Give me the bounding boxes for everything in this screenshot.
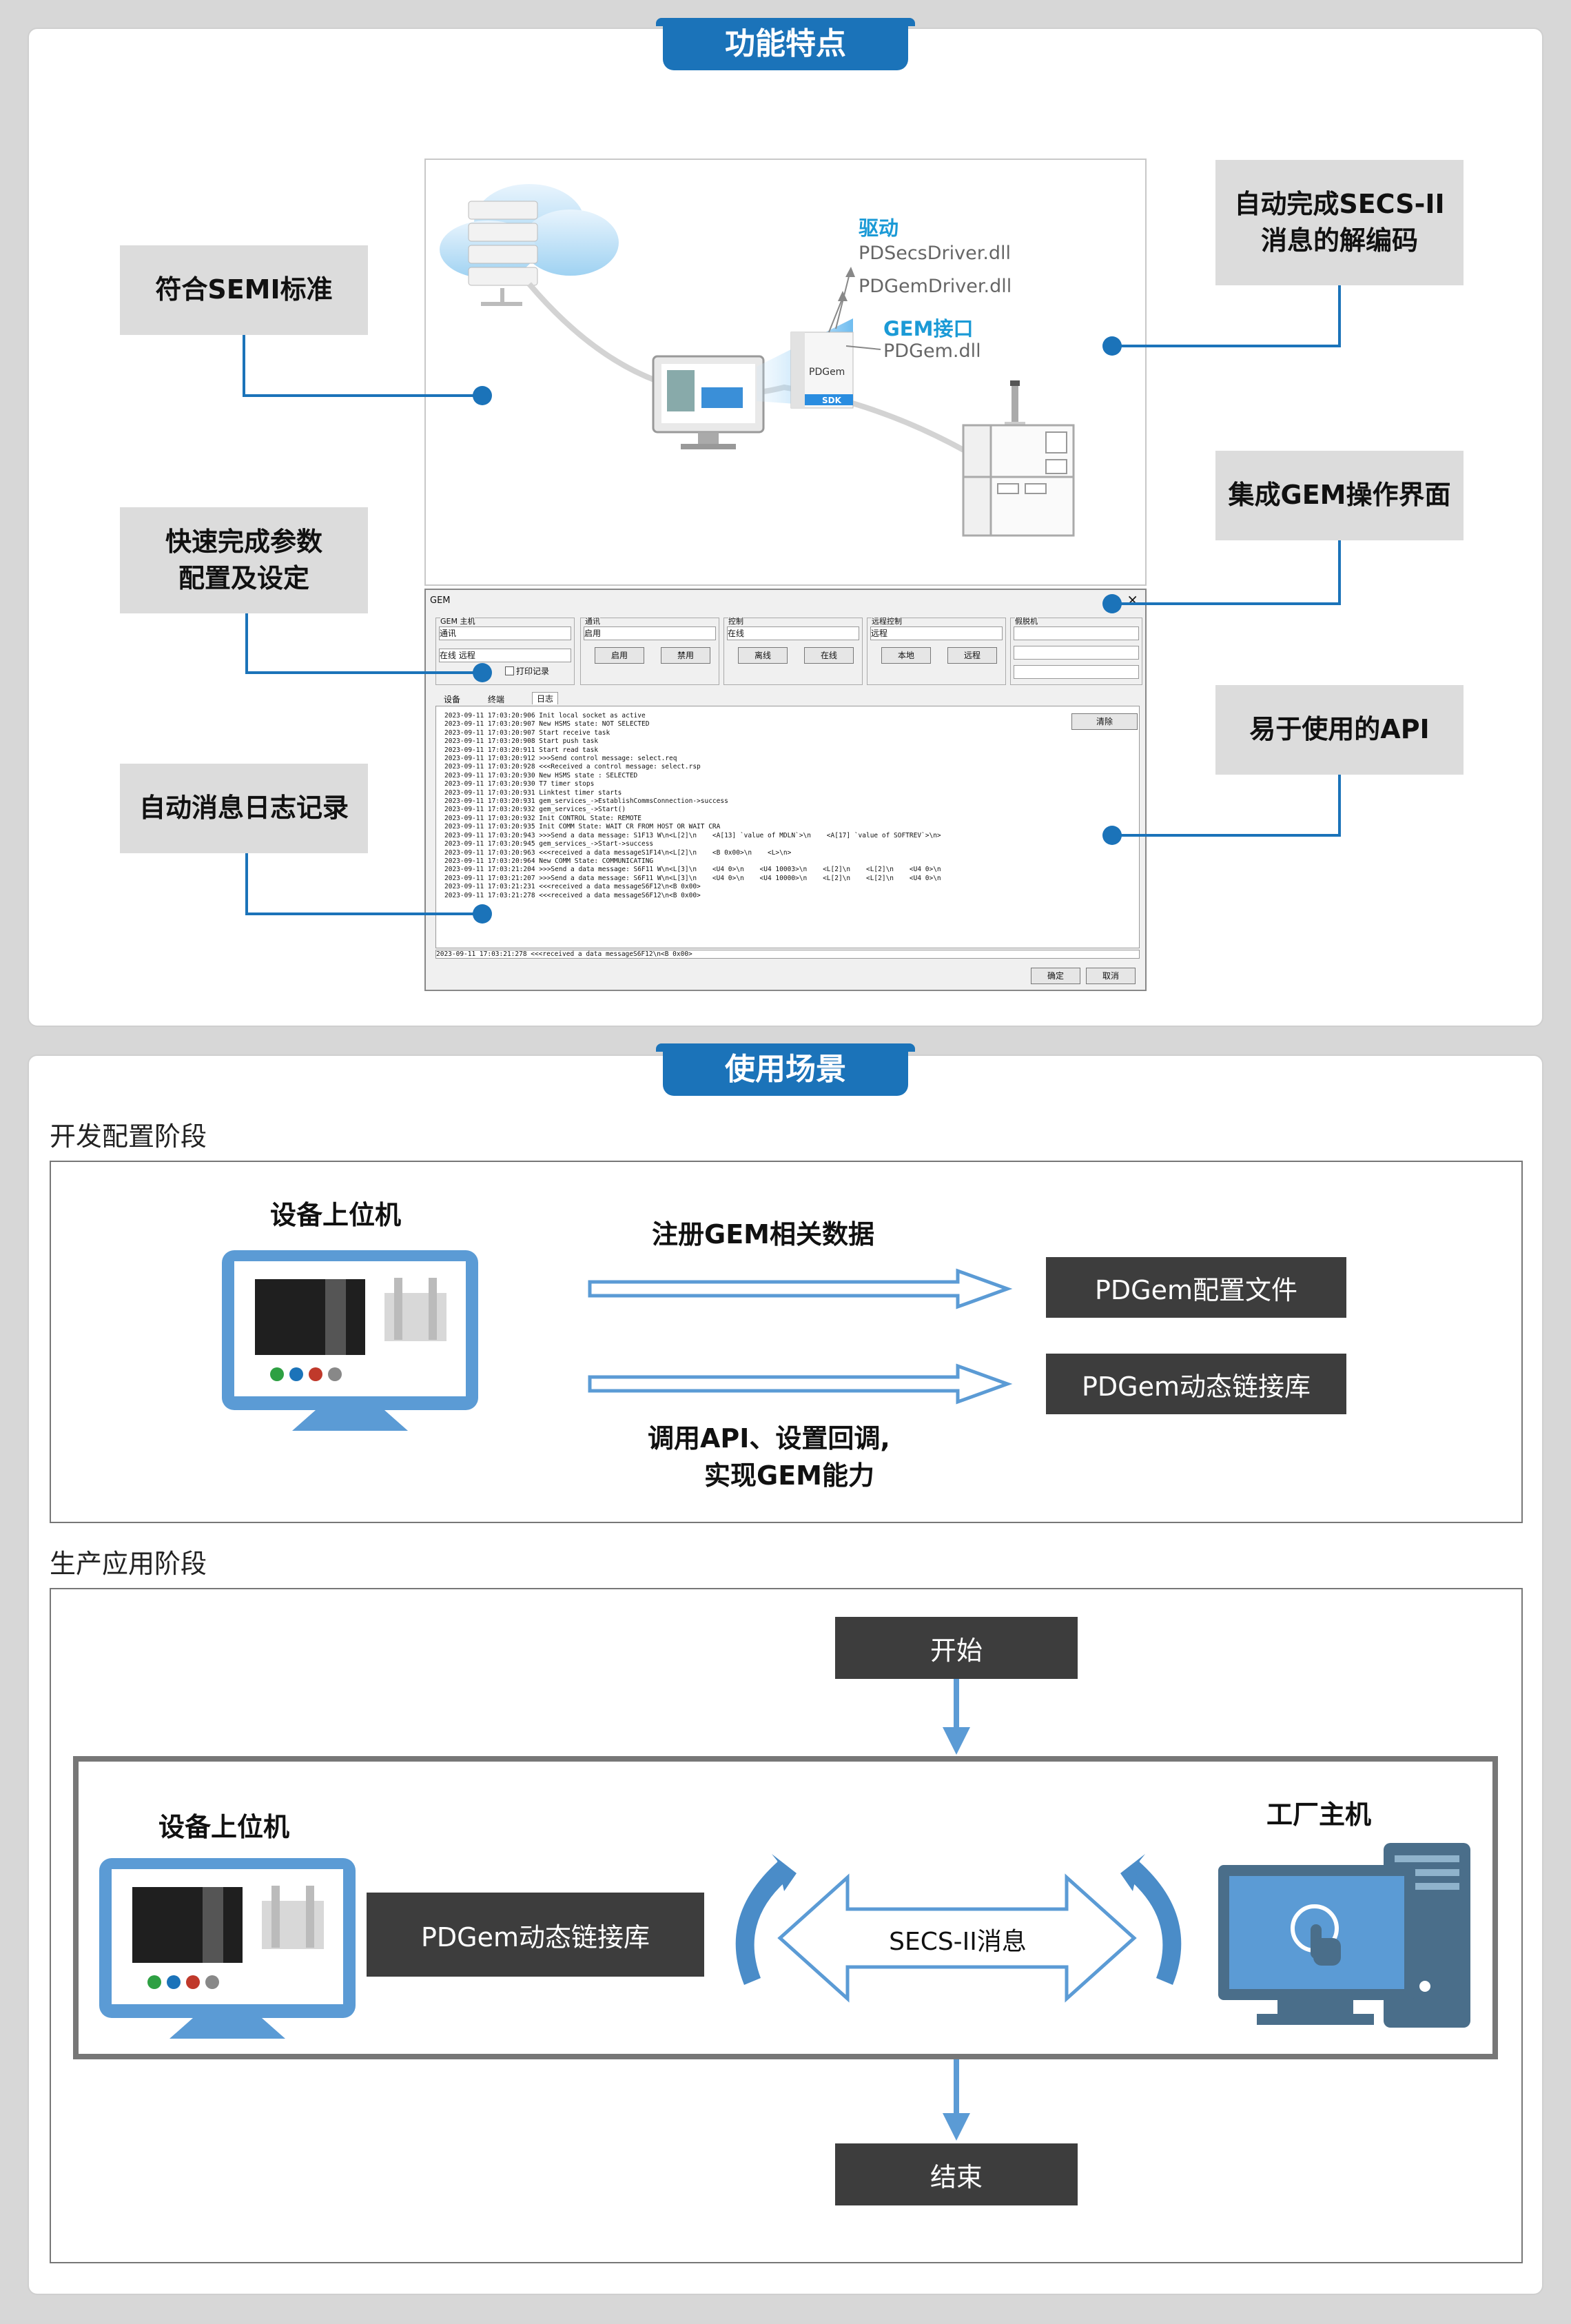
log-area: 2023-09-11 17:03:20:906 Init local socke… (435, 706, 1140, 948)
log-line: 2023-09-11 17:03:21:207 >>>Send a data m… (444, 874, 941, 882)
register-gem-data-label: 注册GEM相关数据 (652, 1219, 874, 1250)
log-line: 2023-09-11 17:03:20:907 Start receive ta… (444, 728, 610, 737)
feature-gem-ui: 集成GEM操作界面 (1215, 451, 1464, 540)
log-line: 2023-09-11 17:03:21:278 <<<received a da… (444, 891, 701, 899)
pdgem-config-file: PDGem配置文件 (1046, 1257, 1346, 1318)
feature-auto-log: 自动消息日志记录 (120, 764, 368, 853)
cloud-server-icon (440, 184, 619, 306)
group-gem-host: GEM 主机 通讯 在线 远程 打印记录 (435, 615, 575, 685)
spool-field-1[interactable] (1014, 626, 1139, 640)
gem-window: GEM × GEM 主机 通讯 在线 远程 打印记录 通讯 启用 启用 禁用 控… (424, 589, 1147, 991)
features-title: 功能特点 (656, 18, 915, 70)
log-line: 2023-09-11 17:03:20:911 Start read task (444, 746, 599, 754)
spool-field-2[interactable] (1014, 646, 1139, 660)
log-line: 2023-09-11 17:03:20:932 gem_services_->S… (444, 806, 626, 814)
feature-auto-secs: 自动完成SECS-II消息的解编码 (1215, 160, 1464, 285)
log-line: 2023-09-11 17:03:20:907 New HSMS state: … (444, 720, 650, 728)
comm-state-field[interactable]: 启用 (584, 626, 716, 640)
log-line: 2023-09-11 17:03:20:935 Init COMM State:… (444, 823, 721, 831)
comm-disable-button[interactable]: 禁用 (661, 647, 710, 664)
spool-field-3[interactable] (1014, 665, 1139, 679)
log-line: 2023-09-11 17:03:20:908 Start push task (444, 737, 599, 746)
feature-quick-config: 快速完成参数配置及设定 (120, 507, 368, 613)
group-comm: 通讯 启用 启用 禁用 (580, 615, 719, 685)
group-spool-title: 假脱机 (1015, 615, 1038, 626)
equipment-host-label: 设备上位机 (270, 1200, 402, 1230)
cancel-button[interactable]: 取消 (1086, 968, 1136, 984)
log-line: 2023-09-11 17:03:20:930 T7 timer stops (444, 780, 595, 788)
remote-local-button[interactable]: 本地 (881, 647, 931, 664)
secs-message-label: SECS-II消息 (889, 1928, 1027, 1956)
log-line: 2023-09-11 17:03:20:931 gem_services_->E… (444, 797, 728, 806)
remote-state-field[interactable]: 远程 (870, 626, 1003, 640)
log-line: 2023-09-11 17:03:20:906 Init local socke… (444, 712, 646, 720)
group-remote-control-title: 远程控制 (872, 615, 902, 626)
ok-button[interactable]: 确定 (1031, 968, 1080, 984)
sdk-box-tag: SDK (822, 396, 842, 405)
monitor-icon (652, 355, 765, 449)
start-box: 开始 (835, 1617, 1078, 1679)
gem-interface-title: GEM接口 (883, 317, 974, 340)
scenarios-title: 使用场景 (656, 1043, 915, 1096)
gem-window-close-button[interactable]: × (1127, 591, 1138, 608)
feature-semi-standard: 符合SEMI标准 (120, 245, 368, 335)
log-text-area[interactable]: 2023-09-11 17:03:20:906 Init local socke… (444, 712, 1037, 905)
factory-host-label: 工厂主机 (1266, 1800, 1372, 1830)
driver-file-2: PDGemDriver.dll (859, 276, 1012, 297)
log-line: 2023-09-11 17:03:20:945 gem_services_->S… (444, 840, 654, 848)
sdk-box-icon (790, 332, 854, 409)
print-log-label: 打印记录 (516, 666, 550, 676)
log-line: 2023-09-11 17:03:20:931 Linktest timer s… (444, 788, 622, 797)
driver-file-1: PDSecsDriver.dll (859, 243, 1012, 264)
comm-enable-button[interactable]: 启用 (595, 647, 644, 664)
log-line: 2023-09-11 17:03:20:928 <<<Received a co… (444, 763, 701, 771)
gem-host-state-field[interactable]: 在线 远程 (439, 649, 571, 662)
tab-terminal[interactable]: 终端 (488, 695, 505, 704)
print-log-checkbox[interactable] (505, 666, 514, 675)
tab-device[interactable]: 设备 (444, 695, 461, 704)
control-state-field[interactable]: 在线 (727, 626, 859, 640)
end-box: 结束 (835, 2143, 1078, 2205)
log-line: 2023-09-11 17:03:20:943 >>>Send a data m… (444, 831, 941, 839)
pdgem-dll-dev: PDGem动态链接库 (1046, 1354, 1346, 1414)
equipment-host-label-2: 设备上位机 (158, 1812, 290, 1842)
call-api-line-2: 实现GEM能力 (704, 1460, 874, 1491)
tab-log[interactable]: 日志 (532, 692, 559, 704)
architecture-illustration: PDGem SDK (440, 184, 1075, 537)
log-line: 2023-09-11 17:03:20:912 >>>Send control … (444, 755, 677, 763)
control-offline-button[interactable]: 离线 (738, 647, 788, 664)
control-online-button[interactable]: 在线 (804, 647, 854, 664)
group-control: 控制 在线 离线 在线 (723, 615, 863, 685)
call-api-line-1: 调用API、设置回调, (648, 1423, 890, 1454)
architecture-diagram: PDGem SDK 驱动 PDSecsDriver.dll PDGemDrive… (424, 159, 1147, 586)
status-line: 2023-09-11 17:03:21:278 <<<received a da… (435, 950, 1140, 959)
log-line: 2023-09-11 17:03:20:932 Init CONTROL Sta… (444, 814, 641, 822)
group-gem-host-title: GEM 主机 (440, 615, 475, 626)
group-comm-title: 通讯 (585, 615, 600, 626)
equipment-machine-icon (962, 380, 1075, 537)
gem-interface-file: PDGem.dll (883, 340, 981, 362)
factory-host-computer-icon (1218, 1842, 1473, 2035)
equipment-host-monitor (222, 1250, 478, 1436)
gem-host-comm-field[interactable]: 通讯 (439, 626, 571, 640)
log-line: 2023-09-11 17:03:21:231 <<<received a da… (444, 883, 701, 891)
dev-stage-label: 开发配置阶段 (50, 1121, 207, 1152)
feature-easy-api: 易于使用的API (1215, 685, 1464, 775)
pdgem-dll-prod: PDGem动态链接库 (367, 1893, 704, 1977)
clear-log-button[interactable]: 清除 (1071, 713, 1138, 730)
driver-title: 驱动 (859, 216, 899, 240)
group-remote-control: 远程控制 远程 本地 远程 (867, 615, 1006, 685)
log-line: 2023-09-11 17:03:20:930 New HSMS state :… (444, 771, 638, 779)
group-spool: 假脱机 (1010, 615, 1142, 685)
gem-window-title: GEM (430, 595, 451, 606)
group-control-title: 控制 (728, 615, 743, 626)
prod-stage-label: 生产应用阶段 (50, 1549, 207, 1579)
sdk-box-label: PDGem (809, 367, 845, 378)
equipment-host-monitor-2 (99, 1858, 356, 2044)
log-line: 2023-09-11 17:03:21:204 >>>Send a data m… (444, 866, 941, 874)
log-line: 2023-09-11 17:03:20:963 <<<received a da… (444, 848, 792, 857)
remote-remote-button[interactable]: 远程 (947, 647, 997, 664)
log-line: 2023-09-11 17:03:20:964 New COMM State: … (444, 857, 654, 865)
